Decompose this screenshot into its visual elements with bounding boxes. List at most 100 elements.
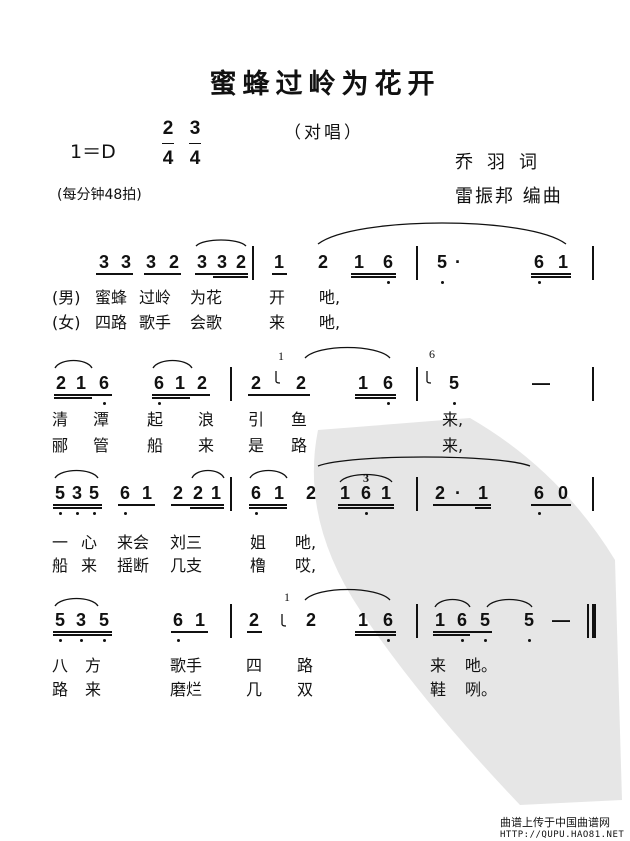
note: 6 — [360, 483, 372, 503]
beam-underline — [475, 507, 491, 509]
note: 2 — [305, 610, 317, 630]
barline — [230, 604, 232, 638]
barline — [416, 246, 418, 280]
note: 5 — [54, 610, 66, 630]
lyric-verse-2: 来 — [269, 313, 286, 332]
beam-underline — [531, 276, 571, 278]
note: 3 — [98, 252, 110, 272]
slur — [434, 598, 471, 608]
octave-dot-below — [157, 402, 161, 405]
note: · — [455, 483, 461, 503]
octave-dot-below — [123, 512, 127, 515]
lyric-verse-1: 路 — [297, 656, 314, 675]
slur — [191, 469, 225, 479]
note: 6 — [119, 483, 131, 503]
beam-underline — [152, 397, 190, 399]
note: 3 — [196, 252, 208, 272]
note: 3 — [216, 252, 228, 272]
barline — [416, 367, 418, 401]
lyric-verse-2: 四路 — [95, 313, 128, 332]
note: 5 — [479, 610, 491, 630]
final-barline-thick — [592, 604, 596, 638]
beam-underline — [53, 631, 112, 633]
triplet-mark: 3 — [363, 471, 369, 485]
footer-url: HTTP://QUPU.HAO81.NET — [500, 830, 625, 840]
beam-underline — [248, 394, 310, 396]
lyric-verse-1: 浪 — [198, 410, 215, 429]
octave-dot-below — [254, 512, 258, 515]
note: 5 — [523, 610, 535, 630]
footer-site-name: 曲谱上传于中国曲谱网 — [500, 816, 610, 829]
lyric-verse-2: 是 — [248, 436, 265, 455]
octave-dot-below — [58, 512, 62, 515]
lyric-verse-1: 吔, — [295, 533, 317, 552]
beam-underline — [249, 507, 287, 509]
note: 6 — [456, 610, 468, 630]
slur — [486, 598, 533, 608]
slur — [339, 473, 393, 483]
slur — [152, 359, 193, 369]
note: 2 — [295, 373, 307, 393]
slur — [304, 346, 391, 359]
octave-dot-below — [440, 281, 444, 284]
note: 2 — [235, 252, 247, 272]
octave-dot-below — [386, 281, 390, 284]
lyric-verse-1: 刘三 — [170, 533, 203, 552]
note: 3 — [75, 610, 87, 630]
note: 1 — [380, 483, 392, 503]
performance-style: （对唱） — [284, 123, 364, 143]
lyric-verse-1: 四 — [246, 656, 263, 675]
lyric-verse-1: 姐 — [250, 533, 267, 552]
beam-underline — [144, 273, 181, 275]
beam-underline — [433, 504, 491, 506]
note: 6 — [382, 252, 394, 272]
lyric-verse-1: 为花 — [190, 288, 223, 307]
note: 1 — [273, 483, 285, 503]
lyric-verse-2: 路 — [291, 436, 308, 455]
note: 1 — [357, 610, 369, 630]
note: 1 — [174, 373, 186, 393]
beam-underline — [355, 394, 396, 396]
note: 0 — [557, 483, 569, 503]
note: 6 — [172, 610, 184, 630]
note: 1 — [477, 483, 489, 503]
lyric-verse-1: 歌手 — [170, 656, 203, 675]
lyric-verse-2: 来, — [442, 436, 464, 455]
lyric-verse-2: 几支 — [170, 556, 203, 575]
note: 6 — [250, 483, 262, 503]
note: 1 — [353, 252, 365, 272]
lyric-verse-2: 来 — [81, 556, 98, 575]
lyric-verse-2: 吔, — [319, 313, 341, 332]
note: 1 — [75, 373, 87, 393]
grace-note-hook — [275, 371, 281, 384]
lyric-verse-2: 橹 — [250, 556, 267, 575]
octave-dot-below — [537, 281, 541, 284]
note: 6 — [533, 483, 545, 503]
slur — [54, 469, 99, 479]
octave-dot-below — [527, 639, 531, 642]
octave-dot-below — [537, 512, 541, 515]
octave-dot-below — [452, 402, 456, 405]
lyric-verse-2: 几 — [246, 680, 263, 699]
lyric-verse-2: 磨烂 — [170, 680, 203, 699]
note: 2 — [434, 483, 446, 503]
barline — [592, 367, 594, 401]
note: 2 — [250, 373, 262, 393]
beam-underline — [531, 273, 571, 275]
beam-underline — [54, 394, 112, 396]
note: 2 — [172, 483, 184, 503]
key-signature: 1＝D — [70, 141, 116, 163]
octave-dot-below — [102, 402, 106, 405]
grace-note: 1 — [278, 349, 284, 363]
slur — [54, 597, 99, 607]
time-sig-top: 3 — [189, 118, 201, 139]
octave-dot-below — [102, 639, 106, 642]
lyric-verse-2: 咧。 — [465, 680, 498, 699]
lyric-verse-2: 会歌 — [190, 313, 223, 332]
lyric-verse-1: 吔, — [319, 288, 341, 307]
octave-dot-below — [483, 639, 487, 642]
slur — [317, 222, 567, 245]
lyric-verse-2: 摇断 — [117, 556, 150, 575]
beam-underline — [272, 273, 287, 275]
beam-underline — [338, 504, 394, 506]
